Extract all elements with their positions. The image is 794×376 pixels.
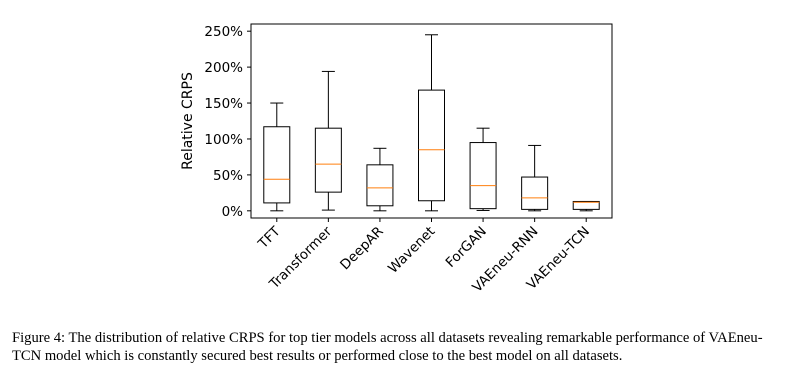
box-7	[572, 200, 600, 212]
y-tick-label: 100%	[204, 132, 243, 148]
box-1	[263, 102, 291, 212]
y-tick-label: 50%	[213, 168, 243, 184]
iqr-box	[521, 176, 549, 210]
box-2	[314, 70, 342, 211]
x-tick-label: Wavenet	[385, 224, 438, 277]
iqr-box	[263, 126, 291, 204]
y-tick-label: 0%	[222, 204, 244, 220]
iqr-box	[314, 127, 342, 193]
x-tick-label: ForGAN	[443, 224, 490, 271]
y-tick-label: 200%	[204, 60, 243, 76]
figure-caption: Figure 4: The distribution of relative C…	[12, 330, 763, 364]
box-4	[418, 34, 445, 212]
iqr-box	[572, 200, 600, 210]
box-6	[521, 144, 549, 212]
x-tick-label: DeepAR	[337, 224, 387, 274]
iqr-box	[418, 89, 445, 202]
y-tick-label: 150%	[204, 96, 243, 112]
iqr-box	[469, 142, 497, 210]
iqr-box	[366, 164, 394, 207]
box-3	[366, 147, 394, 212]
y-tick-label: 250%	[204, 24, 243, 40]
x-tick-label: TFT	[255, 223, 285, 253]
y-axis: 0% 50% 100% 150% 200% 250%	[204, 24, 251, 220]
box-5	[469, 127, 497, 211]
y-axis-label: Relative CRPS	[180, 72, 196, 170]
boxes-layer	[263, 34, 600, 212]
